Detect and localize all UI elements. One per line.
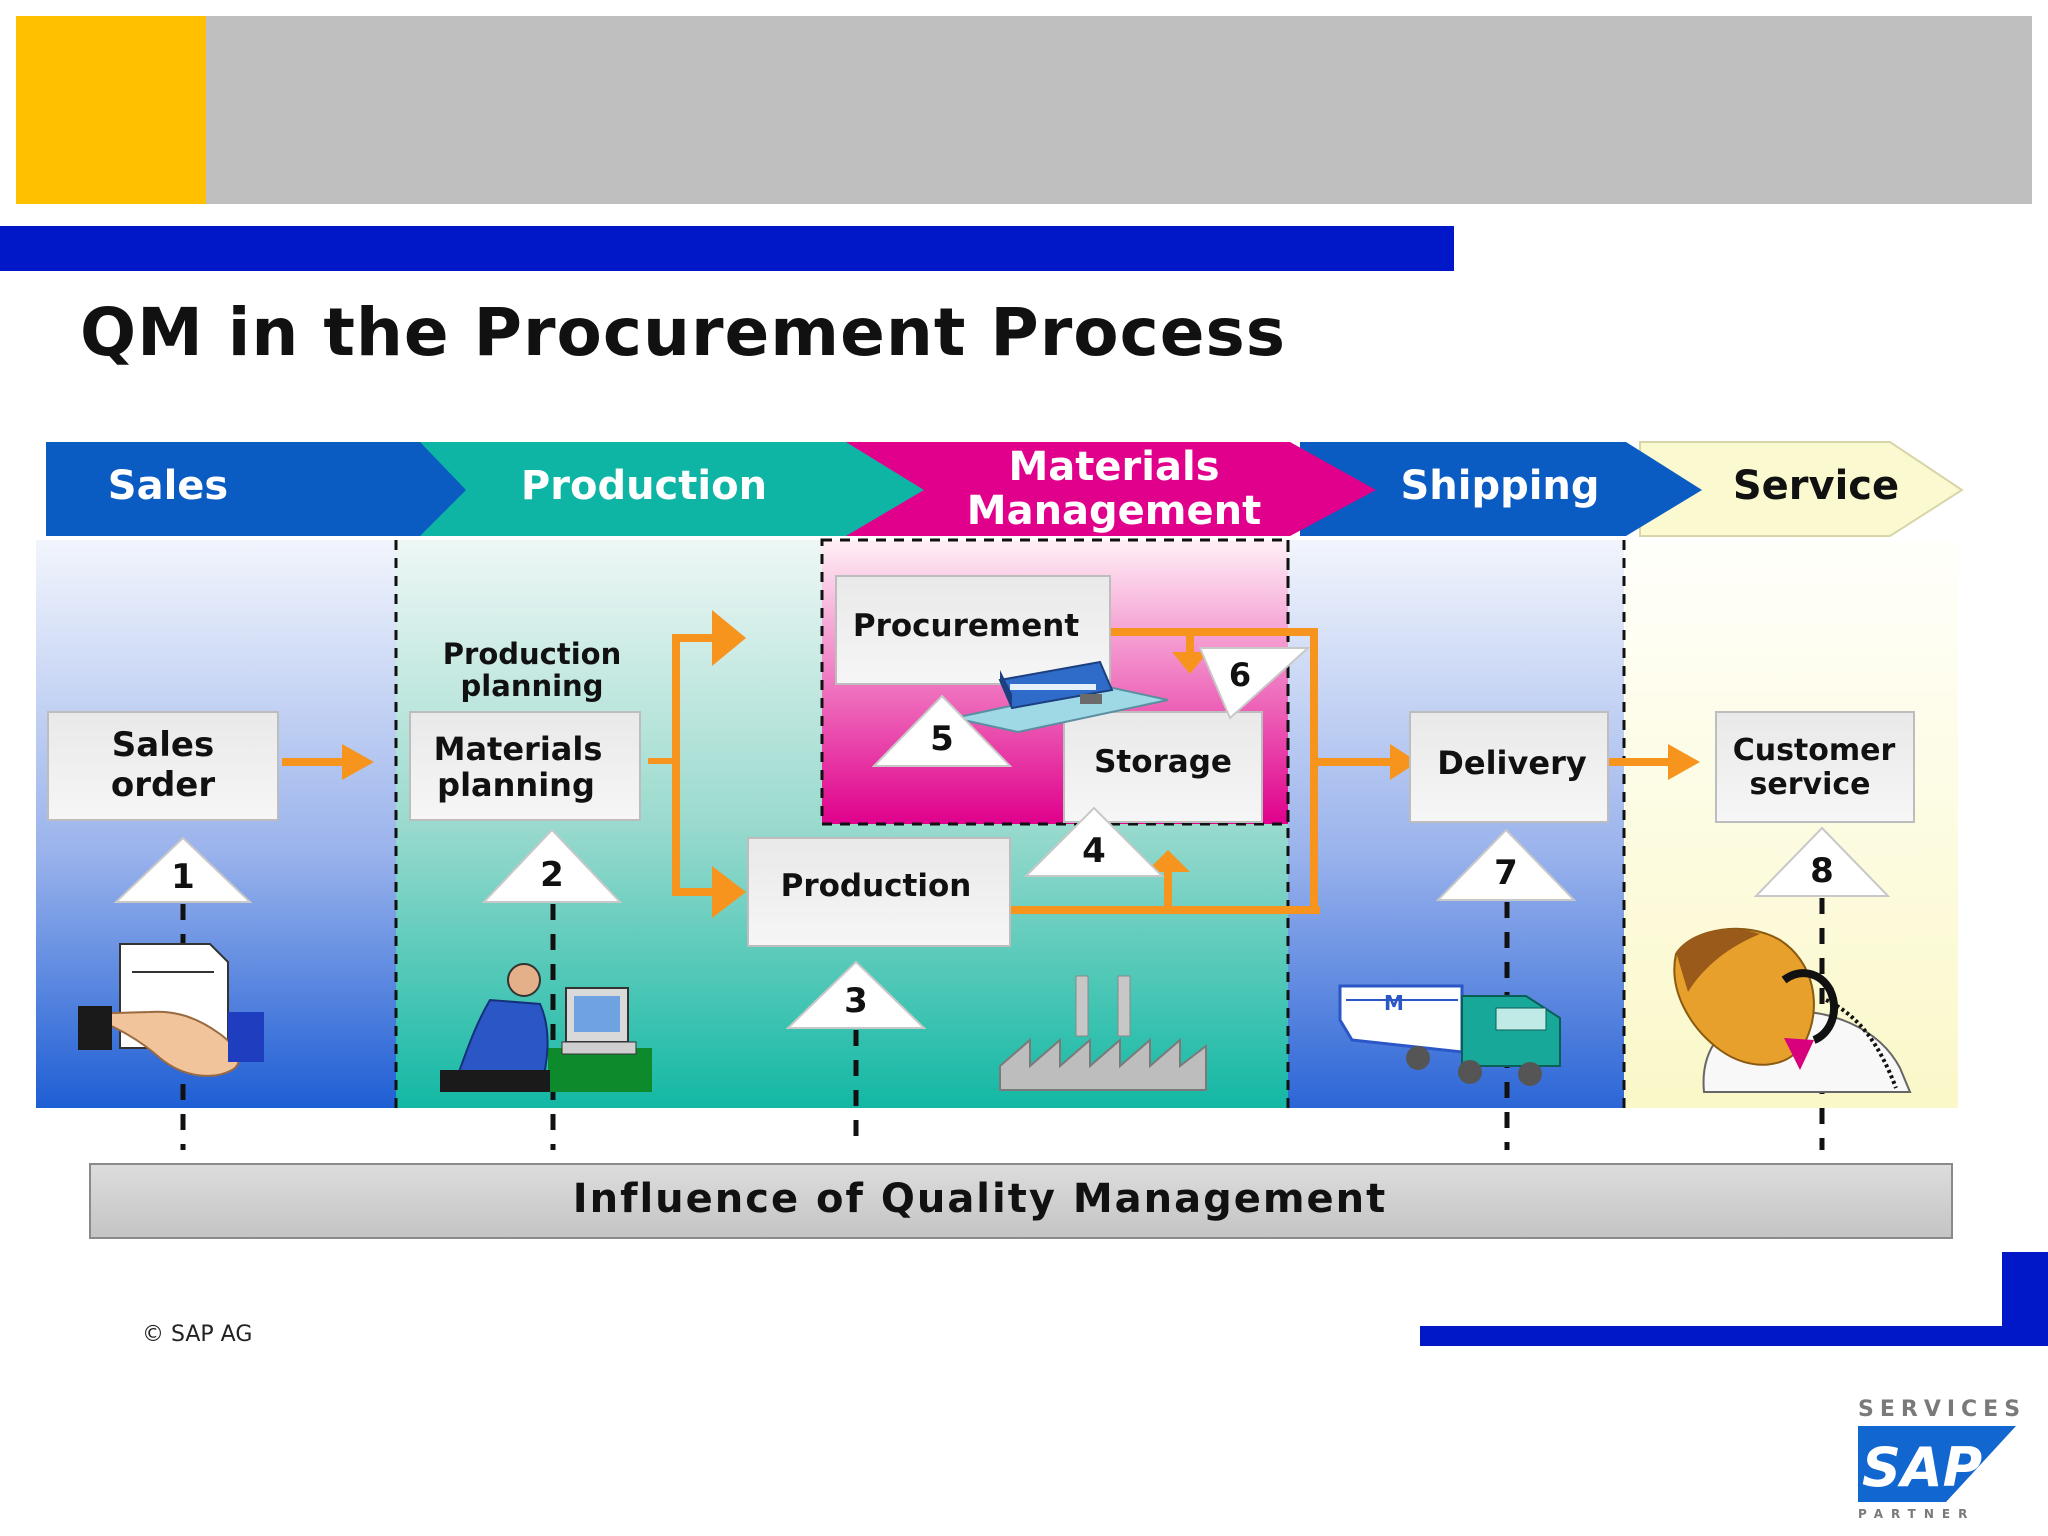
qm-marker-2-label: 2: [540, 855, 564, 895]
phase-shipping-label: Shipping: [1400, 463, 1599, 509]
delivery-box: Delivery: [1409, 711, 1609, 823]
planner-at-computer-icon: [440, 963, 652, 1092]
phase-materials-label-line1: Materials: [1009, 444, 1220, 490]
sales-order-box: Sales order: [47, 711, 279, 821]
copyright-notice: © SAP AG: [142, 1322, 253, 1347]
production-box: Production: [747, 837, 1011, 947]
header-gold-block: [16, 16, 206, 204]
production-planning-label-line1: Production: [443, 637, 621, 671]
factory-icon: [999, 975, 1207, 1091]
qm-markers: 1 2 3 4 5 6 7 8: [113, 647, 1891, 1029]
qm-marker-4-label: 4: [1082, 831, 1106, 871]
step-boxes: Sales order Production planning Material…: [47, 575, 1915, 947]
customer-service-label-line1: Customer: [1733, 733, 1896, 768]
production-planning-label-line2: planning: [461, 669, 604, 703]
delivery-truck-icon: M: [1338, 984, 1561, 1086]
sales-order-label-line2: order: [111, 765, 216, 805]
page-title: QM in the Procurement Process: [80, 294, 1287, 371]
qm-marker-4: 4: [1023, 806, 1165, 877]
phase-sales-chevron: [46, 442, 466, 536]
phase-shipping-chevron: [1300, 442, 1702, 536]
flow-arrows: [282, 610, 1700, 918]
svg-text:M: M: [1384, 991, 1404, 1015]
production-step-label: Production: [781, 868, 972, 904]
influence-bar-label: Influence of Quality Management: [573, 1176, 1388, 1222]
delivery-label: Delivery: [1437, 744, 1587, 782]
materials-planning-label-line2: planning: [437, 766, 595, 804]
handshake-icon: [77, 943, 264, 1077]
logo-sap-text: SAP: [1862, 1436, 1982, 1499]
qm-marker-1-label: 1: [171, 857, 195, 897]
qm-marker-8-label: 8: [1810, 851, 1834, 891]
logo-sap-badge: [1858, 1426, 2016, 1502]
logo-services-text: SERVICES: [1858, 1397, 2024, 1422]
customer-on-phone-icon: [1673, 927, 1912, 1093]
storage-box: Storage: [1063, 711, 1263, 823]
qm-marker-6: 6: [1198, 647, 1311, 720]
qm-marker-6-label: 6: [1229, 656, 1251, 694]
phase-service-label: Service: [1733, 463, 1899, 509]
materials-planning-box: Materials planning: [409, 711, 641, 821]
materials-planning-label-line1: Materials: [434, 730, 603, 768]
qm-marker-5: 5: [871, 694, 1013, 767]
qm-marker-8: 8: [1753, 826, 1891, 897]
qm-marker-3-label: 3: [844, 981, 868, 1021]
phase-production-chevron: [420, 442, 924, 536]
header-blue-stripe: [0, 226, 1454, 271]
phase-sales-label: Sales: [108, 463, 228, 509]
customer-service-label-line2: service: [1750, 767, 1871, 802]
procurement-box: Procurement: [835, 575, 1111, 685]
footer-blue-bar: [1420, 1326, 2048, 1346]
phase-banner: Sales Production Materials Management Sh…: [46, 441, 1964, 537]
qm-marker-1: 1: [113, 836, 253, 903]
header-grey-band: [206, 16, 2032, 204]
sap-services-partner-logo: SERVICES SAP PARTNER: [1858, 1397, 2024, 1521]
phase-materials-chevron: [846, 442, 1376, 536]
customer-service-box: Customer service: [1715, 711, 1915, 823]
qm-marker-3: 3: [785, 960, 927, 1029]
procurement-label: Procurement: [853, 608, 1079, 644]
warehouse-icon: [953, 660, 1169, 734]
footer-blue-block: [2002, 1252, 2048, 1346]
logo-partner-text: PARTNER: [1858, 1507, 1975, 1521]
sales-order-label-line1: Sales: [112, 725, 214, 765]
qm-marker-7: 7: [1435, 828, 1577, 901]
phase-production-label: Production: [521, 463, 767, 509]
qm-marker-2: 2: [481, 828, 623, 903]
phase-materials-label-line2: Management: [967, 488, 1261, 534]
qm-marker-5-label: 5: [930, 719, 954, 759]
influence-bar: Influence of Quality Management: [89, 1163, 1953, 1239]
qm-marker-7-label: 7: [1494, 853, 1518, 893]
storage-label: Storage: [1094, 744, 1232, 780]
